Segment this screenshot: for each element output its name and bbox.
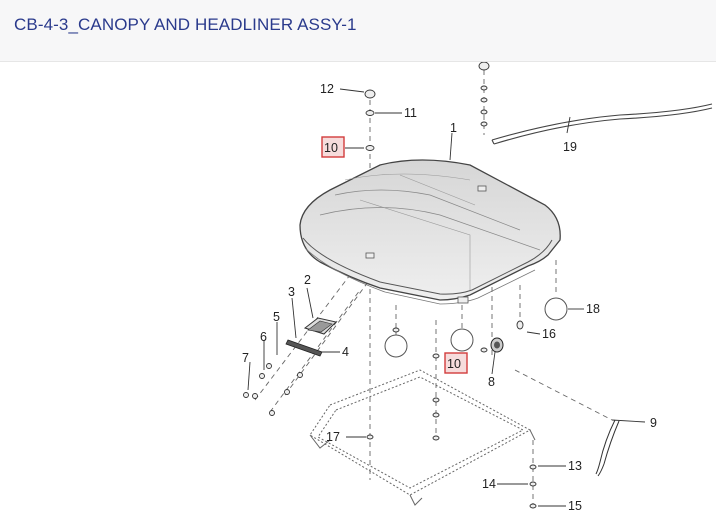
callout-4[interactable]: 4 (342, 345, 349, 359)
callout-10-bottom[interactable]: 10 (447, 357, 461, 371)
bracket-part (303, 317, 337, 335)
callout-18[interactable]: 18 (586, 302, 600, 316)
parts-diagram: 1 2 3 4 5 6 7 8 9 10 10 11 12 13 14 15 1… (242, 61, 713, 513)
callout-1[interactable]: 1 (450, 121, 457, 135)
canopy-shell (299, 159, 561, 305)
callout-5[interactable]: 5 (273, 310, 280, 324)
page-title: CB-4-3_CANOPY AND HEADLINER ASSY-1 (14, 15, 357, 34)
callout-19[interactable]: 19 (563, 140, 577, 154)
callout-10-top[interactable]: 10 (324, 141, 338, 155)
round-lamps (384, 297, 568, 358)
callout-labels: 1 2 3 4 5 6 7 8 9 10 10 11 12 13 14 15 1… (242, 82, 657, 513)
callout-6[interactable]: 6 (260, 330, 267, 344)
callout-17[interactable]: 17 (326, 430, 340, 444)
callout-14[interactable]: 14 (482, 477, 496, 491)
connector-part (490, 337, 504, 353)
callout-15[interactable]: 15 (568, 499, 582, 513)
callout-12[interactable]: 12 (320, 82, 334, 96)
callout-7[interactable]: 7 (242, 351, 249, 365)
page-header: CB-4-3_CANOPY AND HEADLINER ASSY-1 (0, 0, 716, 62)
cable-assembly (491, 103, 713, 145)
seal-strip (285, 339, 323, 357)
headliner-frame (309, 369, 536, 506)
callout-9[interactable]: 9 (650, 416, 657, 430)
callout-10-highlight-bottom (444, 352, 468, 374)
callout-13[interactable]: 13 (568, 459, 582, 473)
parts-diagram-canvas: 1 2 3 4 5 6 7 8 9 10 10 11 12 13 14 15 1… (0, 61, 716, 526)
callout-16[interactable]: 16 (542, 327, 556, 341)
callout-8[interactable]: 8 (488, 375, 495, 389)
callout-10-highlight-top (321, 136, 345, 158)
fasteners (243, 61, 537, 509)
leader-lines (247, 88, 646, 507)
strap-part (595, 419, 620, 477)
callout-3[interactable]: 3 (288, 285, 295, 299)
callout-11[interactable]: 11 (404, 106, 417, 120)
callout-2[interactable]: 2 (304, 273, 311, 287)
